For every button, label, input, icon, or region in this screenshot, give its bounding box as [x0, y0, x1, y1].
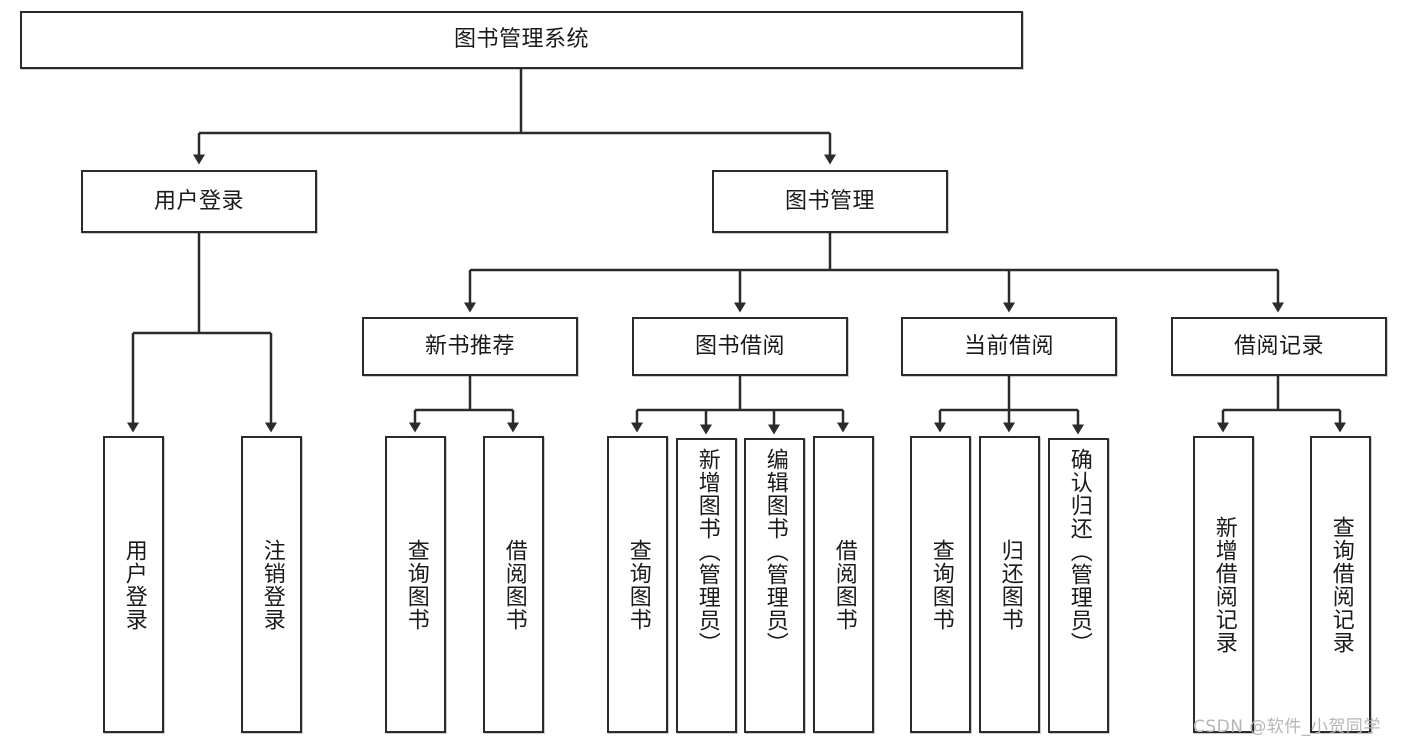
node-label: 查询图书 [403, 538, 429, 631]
leaf-query-book-recommend[interactable]: 查询图书 [385, 436, 446, 733]
node-label: 查询图书 [625, 538, 651, 631]
leaf-query-borrow-record[interactable]: 查询借阅记录 [1310, 436, 1371, 733]
watermark-text: CSDN @软件_小贺同学 [1193, 717, 1381, 737]
node-label: 查询借阅记录 [1328, 515, 1354, 654]
node-label: 图书管理系统 [453, 27, 589, 53]
leaf-borrow-book-recommend[interactable]: 借阅图书 [483, 436, 544, 733]
node-label: 新书推荐 [424, 333, 515, 359]
node-label: 借阅图书 [831, 538, 857, 631]
leaf-add-book-admin[interactable]: 新增图书（管理员） [676, 438, 737, 733]
node-label: 注销登录 [259, 538, 285, 631]
leaf-add-borrow-record[interactable]: 新增借阅记录 [1193, 436, 1254, 733]
node-book-management[interactable]: 图书管理 [712, 170, 948, 233]
node-label: 查询图书 [928, 538, 954, 631]
node-label: 确认归还（管理员） [1066, 448, 1092, 655]
leaf-query-book-borrow[interactable]: 查询图书 [607, 436, 668, 733]
node-label: 用户登录 [121, 538, 147, 631]
node-label: 归还图书 [997, 538, 1023, 631]
node-book-borrow[interactable]: 图书借阅 [632, 317, 848, 376]
leaf-borrow-book[interactable]: 借阅图书 [813, 436, 874, 733]
node-label: 图书借阅 [694, 333, 785, 359]
node-label: 新增借阅记录 [1211, 515, 1237, 654]
node-new-book-recommend[interactable]: 新书推荐 [362, 317, 578, 376]
leaf-query-book-current[interactable]: 查询图书 [910, 436, 971, 733]
node-label: 当前借阅 [963, 333, 1054, 359]
leaf-user-login[interactable]: 用户登录 [103, 436, 164, 733]
leaf-logout-login[interactable]: 注销登录 [241, 436, 302, 733]
node-root-book-management-system[interactable]: 图书管理系统 [20, 11, 1023, 69]
node-user-login[interactable]: 用户登录 [81, 170, 317, 233]
leaf-return-book[interactable]: 归还图书 [979, 436, 1040, 733]
node-label: 新增图书（管理员） [694, 448, 720, 655]
node-label: 编辑图书（管理员） [762, 448, 788, 655]
leaf-edit-book-admin[interactable]: 编辑图书（管理员） [744, 438, 805, 733]
node-current-borrow[interactable]: 当前借阅 [901, 317, 1117, 376]
node-borrow-record[interactable]: 借阅记录 [1171, 317, 1387, 376]
node-label: 借阅图书 [501, 538, 527, 631]
node-label: 用户登录 [153, 188, 244, 214]
leaf-confirm-return-admin[interactable]: 确认归还（管理员） [1048, 438, 1109, 733]
node-label: 图书管理 [784, 188, 875, 214]
node-label: 借阅记录 [1233, 333, 1324, 359]
